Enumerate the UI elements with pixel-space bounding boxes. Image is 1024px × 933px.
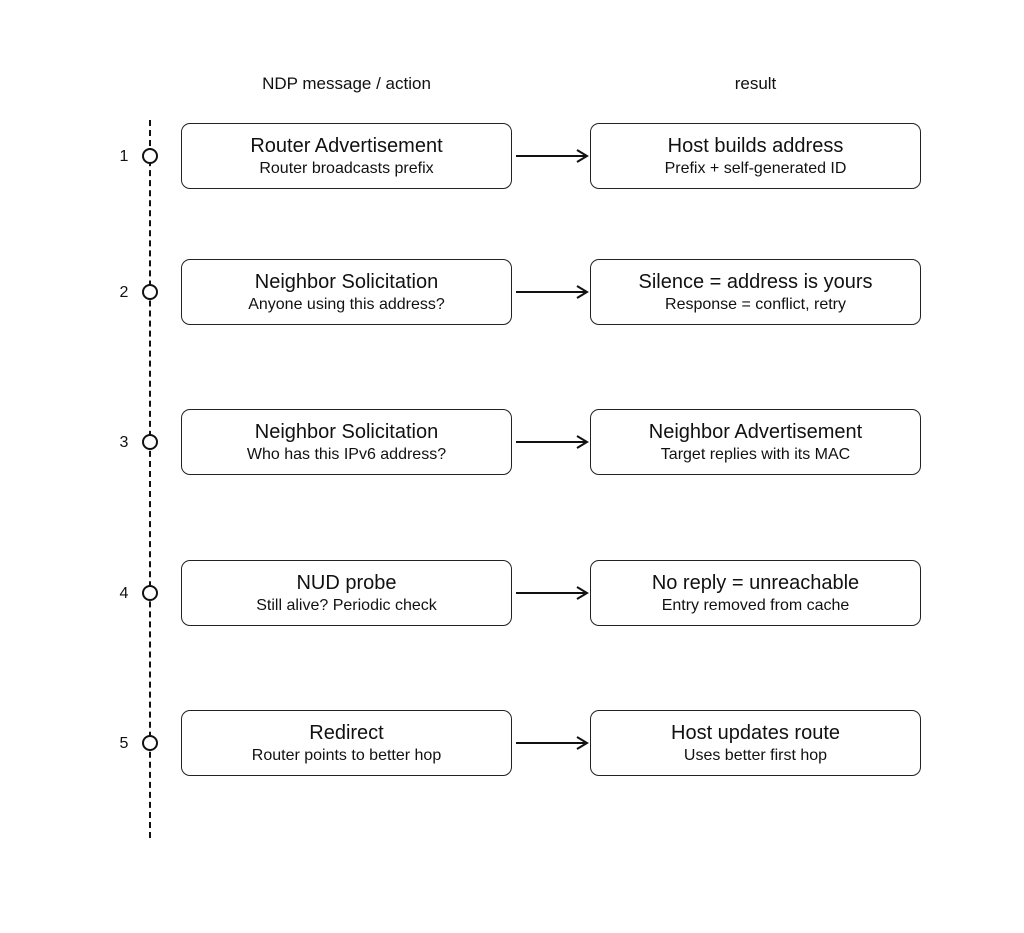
timeline-node [142,148,158,164]
result-title: No reply = unreachable [651,571,860,594]
column-header-result: result [734,74,777,93]
step-row: 4 NUD probe Still alive? Periodic check … [0,560,1024,628]
action-box: Redirect Router points to better hop [181,710,512,776]
column-header-action: NDP message / action [262,74,431,93]
result-subtitle: Entry removed from cache [661,596,850,614]
action-subtitle: Router broadcasts prefix [259,159,434,177]
result-box: No reply = unreachable Entry removed fro… [590,560,921,626]
arrow-right-icon [516,149,589,163]
step-number: 2 [119,284,129,301]
arrow-right-icon [516,285,589,299]
result-box: Host builds address Prefix + self-genera… [590,123,921,189]
timeline-node [142,585,158,601]
timeline-line [149,120,151,838]
step-number: 3 [119,434,129,451]
action-subtitle: Anyone using this address? [248,295,445,313]
result-title: Neighbor Advertisement [648,420,863,443]
action-title: Neighbor Solicitation [254,420,439,443]
result-subtitle: Prefix + self-generated ID [664,159,847,177]
result-subtitle: Uses better first hop [683,746,828,764]
arrow-right-icon [516,736,589,750]
result-title: Silence = address is yours [638,270,873,293]
result-title: Host updates route [671,721,840,744]
step-row: 3 Neighbor Solicitation Who has this IPv… [0,409,1024,477]
action-title: Neighbor Solicitation [254,270,439,293]
timeline-node [142,735,158,751]
result-box: Neighbor Advertisement Target replies wi… [590,409,921,475]
result-box: Silence = address is yours Response = co… [590,259,921,325]
timeline-node [142,284,158,300]
action-box: Neighbor Solicitation Anyone using this … [181,259,512,325]
action-title: NUD probe [296,571,397,594]
timeline-node [142,434,158,450]
action-box: Router Advertisement Router broadcasts p… [181,123,512,189]
arrow-right-icon [516,435,589,449]
step-row: 5 Redirect Router points to better hop H… [0,710,1024,778]
step-row: 2 Neighbor Solicitation Anyone using thi… [0,259,1024,327]
step-number: 5 [119,735,129,752]
action-title: Router Advertisement [250,134,443,157]
step-number: 1 [119,148,129,165]
result-subtitle: Response = conflict, retry [665,295,846,313]
result-box: Host updates route Uses better first hop [590,710,921,776]
action-box: Neighbor Solicitation Who has this IPv6 … [181,409,512,475]
action-box: NUD probe Still alive? Periodic check [181,560,512,626]
action-subtitle: Still alive? Periodic check [256,596,437,614]
step-row: 1 Router Advertisement Router broadcasts… [0,123,1024,191]
result-title: Host builds address [667,134,844,157]
arrow-right-icon [516,586,589,600]
result-subtitle: Target replies with its MAC [660,445,851,463]
action-subtitle: Who has this IPv6 address? [246,445,447,463]
action-subtitle: Router points to better hop [251,746,442,764]
action-title: Redirect [309,721,384,744]
step-number: 4 [119,585,129,602]
